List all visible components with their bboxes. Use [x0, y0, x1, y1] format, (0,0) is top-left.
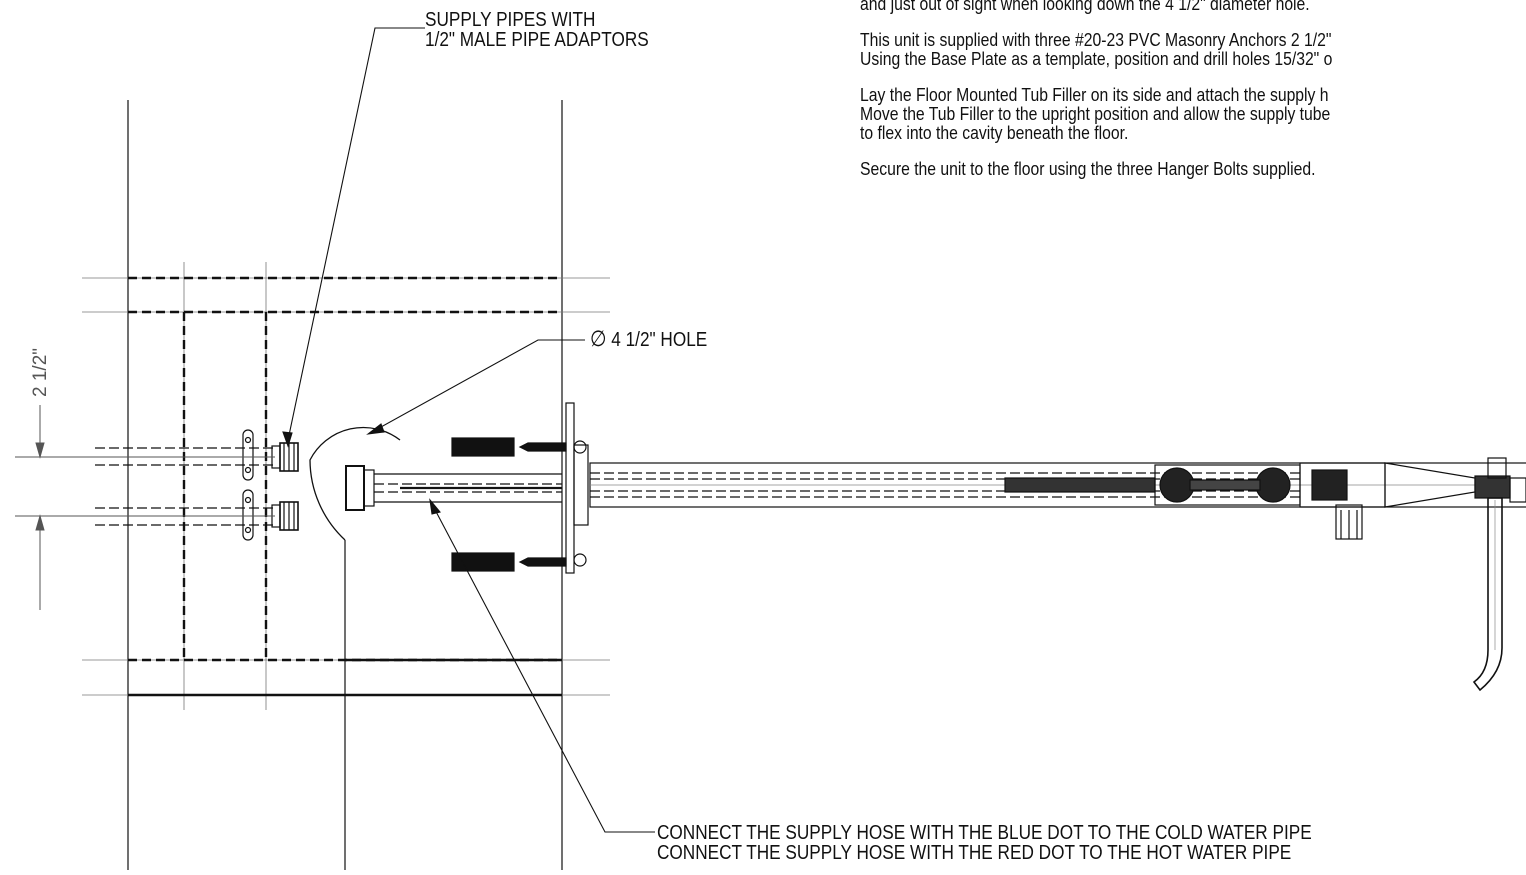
instruction-paragraph-2: This unit is supplied with three #20-23 …	[860, 30, 1506, 68]
supply-hose-assembly	[345, 465, 562, 511]
callout-connect-blue: CONNECT THE SUPPLY HOSE WITH THE BLUE DO…	[657, 822, 1312, 844]
instructions-block: and just out of sight when looking down …	[860, 0, 1506, 195]
callout-hole: ∅ 4 1/2" HOLE	[590, 328, 707, 351]
pipe-clip-bottom	[242, 489, 254, 541]
callout-supply-pipes-line1: SUPPLY PIPES WITH	[425, 9, 596, 31]
instruction-paragraph-4: Secure the unit to the floor using the t…	[860, 159, 1506, 178]
tub-filler-body	[589, 457, 1526, 540]
hole-outline	[309, 426, 401, 541]
instruction-paragraph-3: Lay the Floor Mounted Tub Filler on its …	[860, 85, 1506, 142]
instruction-paragraph-1: and just out of sight when looking down …	[860, 0, 1506, 13]
base-plate	[565, 402, 575, 574]
instruction-line: Using the Base Plate as a template, posi…	[860, 48, 1333, 69]
pipe-clip-top	[242, 429, 254, 481]
dimension-2-half	[15, 405, 275, 610]
male-pipe-adaptor-top	[271, 442, 299, 472]
callout-supply-pipes-line2: 1/2" MALE PIPE ADAPTORS	[425, 29, 649, 51]
instruction-line: Secure the unit to the floor using the t…	[860, 158, 1316, 179]
callout-connect-red: CONNECT THE SUPPLY HOSE WITH THE RED DOT…	[657, 842, 1292, 864]
leader-hole	[371, 339, 585, 433]
masonry-anchor-bottom	[451, 552, 567, 572]
instruction-line: to flex into the cavity beneath the floo…	[860, 122, 1129, 143]
instruction-line: and just out of sight when looking down …	[860, 0, 1310, 14]
instruction-line: Move the Tub Filler to the upright posit…	[860, 103, 1331, 124]
male-pipe-adaptor-bottom	[271, 501, 299, 531]
instruction-line: Lay the Floor Mounted Tub Filler on its …	[860, 84, 1329, 105]
masonry-anchor-top	[451, 437, 567, 457]
dimension-label: 2 1/2"	[30, 347, 51, 397]
leader-supply-pipes	[287, 27, 425, 441]
tub-spout	[1472, 497, 1503, 692]
callout-hole-label: 4 1/2" HOLE	[611, 329, 708, 351]
diameter-symbol-icon: ∅	[590, 326, 607, 351]
instruction-line: This unit is supplied with three #20-23 …	[860, 29, 1332, 50]
leader-supply-hose	[431, 503, 655, 833]
